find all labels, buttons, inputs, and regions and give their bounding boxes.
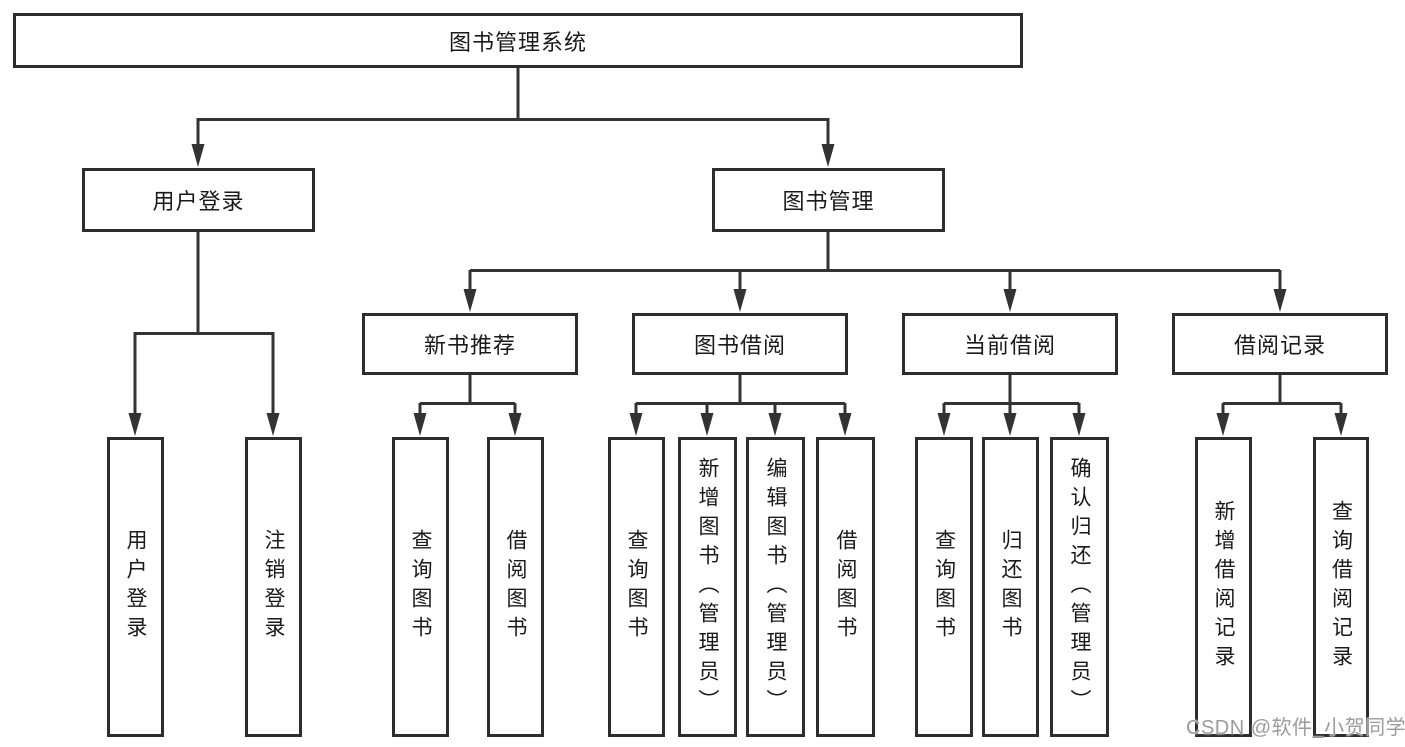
arrowhead <box>1216 413 1230 436</box>
arrowhead <box>413 413 427 436</box>
node-new-book-recommend: 新书推荐 <box>362 313 578 375</box>
leaf-logout: 注销登录 <box>245 437 302 737</box>
node-current-borrow: 当前借阅 <box>902 313 1118 375</box>
node-label: 图书管理系统 <box>448 29 587 55</box>
arrowhead <box>768 413 782 436</box>
leaf-confirm-return-admin: 确认归还（管理员） <box>1050 437 1109 737</box>
connector-user-login <box>133 232 275 418</box>
leaf-edit-book-admin: 编辑图书（管理员） <box>746 437 805 737</box>
connector-book-mgmt <box>468 232 1282 292</box>
connector-borrow-record <box>1221 375 1343 418</box>
arrowhead <box>821 144 835 167</box>
arrowhead <box>1334 413 1348 436</box>
leaf-return-book: 归还图书 <box>982 437 1039 737</box>
node-label: 图书管理 <box>782 189 875 214</box>
node-label: 归还图书 <box>999 529 1022 645</box>
arrowhead <box>463 289 477 312</box>
arrowhead <box>733 289 747 312</box>
node-root-system: 图书管理系统 <box>13 13 1023 68</box>
node-label: 查询借阅记录 <box>1329 500 1353 674</box>
arrowhead <box>838 413 852 436</box>
arrowhead <box>266 413 280 436</box>
arrowhead <box>1003 289 1017 312</box>
node-label: 借阅图书 <box>504 529 527 645</box>
arrowhead <box>1273 289 1287 312</box>
arrowhead <box>700 413 714 436</box>
node-book-management: 图书管理 <box>712 168 945 232</box>
node-label: 注销登录 <box>262 529 285 645</box>
arrowhead <box>191 144 205 167</box>
node-label: 图书借阅 <box>693 333 786 358</box>
arrowhead <box>937 413 951 436</box>
leaf-borrow-book-1: 借阅图书 <box>487 437 544 737</box>
node-label: 用户登录 <box>152 189 245 214</box>
node-label: 新增图书（管理员） <box>696 456 719 718</box>
connector-root <box>196 68 830 150</box>
arrowhead <box>508 413 522 436</box>
leaf-add-borrow-record: 新增借阅记录 <box>1195 437 1252 737</box>
node-label: 确认归还（管理员） <box>1068 456 1091 718</box>
node-label: 查询图书 <box>625 529 648 645</box>
connector-book-borrow <box>634 375 847 418</box>
node-label: 编辑图书（管理员） <box>764 456 787 718</box>
node-label: 当前借阅 <box>963 333 1056 358</box>
node-user-login: 用户登录 <box>82 168 315 232</box>
leaf-query-book-1: 查询图书 <box>392 437 449 737</box>
node-borrow-record: 借阅记录 <box>1172 313 1388 375</box>
node-label: 用户登录 <box>124 529 147 645</box>
leaf-query-book-2: 查询图书 <box>608 437 665 737</box>
node-label: 查询图书 <box>409 529 432 645</box>
connector-current-borrow <box>942 375 1081 418</box>
node-label: 借阅图书 <box>834 529 857 645</box>
leaf-add-book-admin: 新增图书（管理员） <box>678 437 737 737</box>
leaf-query-book-3: 查询图书 <box>915 437 973 737</box>
node-book-borrow: 图书借阅 <box>632 313 848 375</box>
arrowhead <box>128 413 142 436</box>
leaf-user-login: 用户登录 <box>107 437 164 737</box>
leaf-borrow-book-2: 借阅图书 <box>816 437 875 737</box>
arrowhead <box>1003 413 1017 436</box>
arrowhead <box>629 413 643 436</box>
node-label: 新增借阅记录 <box>1212 500 1235 674</box>
arrowhead <box>1072 413 1086 436</box>
node-label: 借阅记录 <box>1233 333 1326 358</box>
leaf-query-borrow-record: 查询借阅记录 <box>1313 437 1369 737</box>
csdn-watermark: CSDN @软件_小贺同学 <box>1186 717 1405 739</box>
node-label: 新书推荐 <box>423 333 516 358</box>
node-label: 查询图书 <box>932 529 956 645</box>
connector-new-book-rec <box>418 375 517 418</box>
